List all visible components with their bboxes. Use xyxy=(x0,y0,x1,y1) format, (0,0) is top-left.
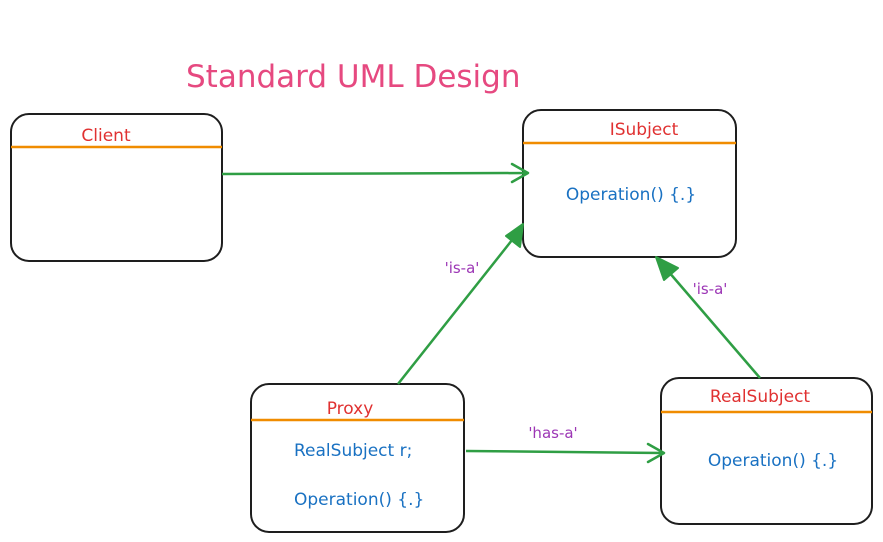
client-box-border xyxy=(10,113,223,262)
arrow-line xyxy=(221,171,529,176)
open-arrowhead xyxy=(510,162,530,184)
filled-arrowhead xyxy=(505,223,524,248)
proxy-box-border xyxy=(250,383,465,533)
proxy-class-name: Proxy xyxy=(327,399,374,419)
isubject-class-name: ISubject xyxy=(610,120,679,140)
proxy-field-member: RealSubject r; xyxy=(294,441,412,461)
client-class-name: Client xyxy=(81,126,131,146)
proxy-to-realsubject-arrow xyxy=(465,442,666,464)
proxy-operation-member: Operation() {.} xyxy=(294,490,424,510)
realsubject-class-name: RealSubject xyxy=(710,387,811,407)
diagram-title: Standard UML Design xyxy=(186,59,520,95)
arrow-line xyxy=(465,449,665,455)
proxy-realsubject-relation-label: 'has-a' xyxy=(528,424,577,442)
open-arrowhead xyxy=(646,442,666,464)
isubject-operation-member: Operation() {.} xyxy=(566,185,696,205)
isubject-box-border xyxy=(522,109,737,258)
realsubject-to-isubject-arrow xyxy=(655,256,761,379)
filled-arrowhead xyxy=(655,256,679,281)
client-to-isubject-arrow xyxy=(221,162,530,184)
realsubject-class-box[interactable]: RealSubject Operation() {.} xyxy=(660,377,873,525)
proxy-to-isubject-arrow xyxy=(397,223,524,385)
realsubject-isubject-relation-label: 'is-a' xyxy=(693,280,728,298)
realsubject-operation-member: Operation() {.} xyxy=(708,451,838,471)
proxy-class-box[interactable]: Proxy RealSubject r; Operation() {.} xyxy=(250,383,465,533)
client-class-box[interactable]: Client xyxy=(10,113,223,262)
isubject-class-box[interactable]: ISubject Operation() {.} xyxy=(522,109,737,258)
arrow-line xyxy=(661,263,761,379)
proxy-isubject-relation-label: 'is-a' xyxy=(445,259,480,277)
arrow-line xyxy=(397,229,521,385)
